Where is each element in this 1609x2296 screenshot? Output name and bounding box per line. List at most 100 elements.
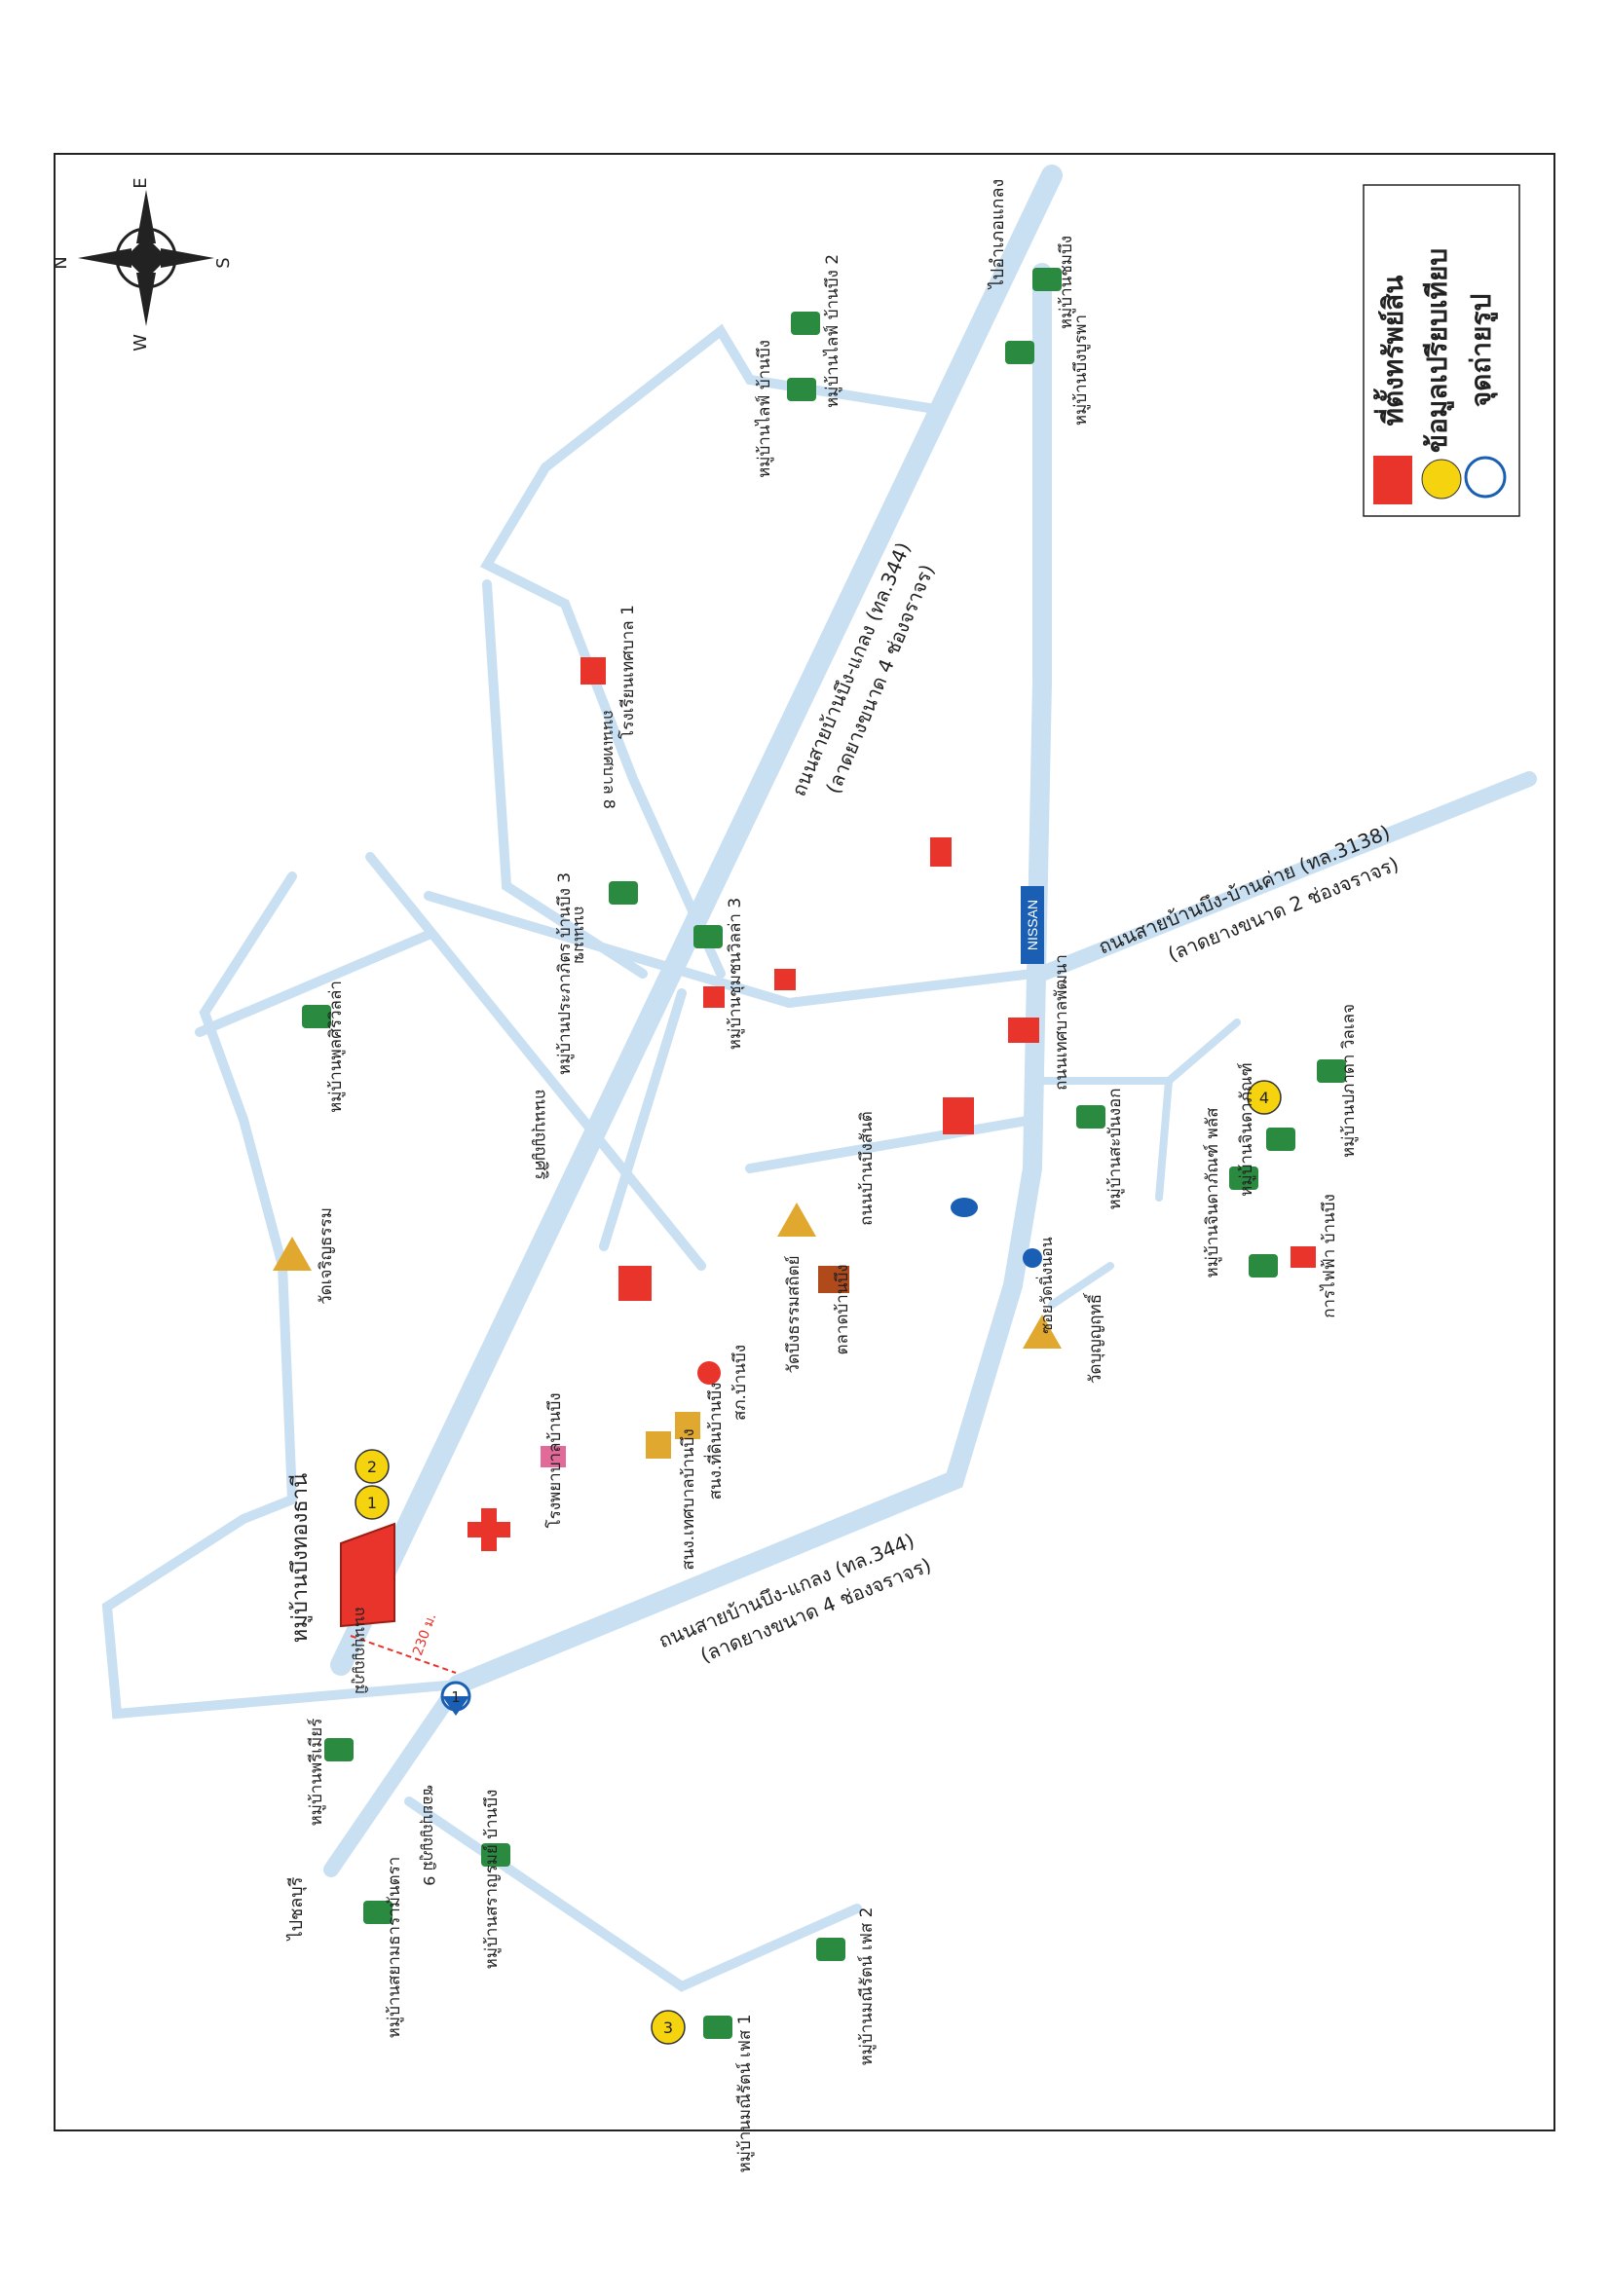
office-icon — [675, 1412, 700, 1439]
road-label-thetsaban-phatthana: ถนนเทศบาลพัฒนา — [1052, 954, 1071, 1091]
legend — [1363, 184, 1520, 517]
distance-line — [350, 1635, 457, 1674]
temple-icon — [777, 1203, 816, 1237]
road-center-6 — [1048, 1262, 1114, 1309]
label-village-life2: หมู่บ้านไลฟ์ บ้านบึง 2 — [822, 254, 842, 408]
compass-w: W — [131, 334, 151, 352]
label-village-chumchon: หมู่บ้านชุมชนวิลล่า 3 — [726, 898, 745, 1050]
road-left-loop — [101, 871, 463, 1720]
legend-comparable-label: ข้อมูลเปรียบเทียบ — [1421, 248, 1454, 453]
road-north-4 — [479, 323, 940, 979]
compass-icon — [78, 190, 214, 326]
road-chonburi — [323, 1677, 466, 1877]
legend-property-label: ที่ตั้งทรัพย์สิน — [1372, 276, 1409, 426]
map-frame — [54, 153, 1555, 2131]
seven-eleven-icon — [703, 986, 725, 1008]
label-village-chombung: หมู่บ้านชมบึง — [1057, 236, 1076, 329]
village-icon — [363, 1901, 393, 1924]
legend-property-swatch — [1373, 456, 1412, 504]
label-subject-village: หมู่บ้านบึงทองธานี — [288, 1473, 313, 1643]
label-electricity: การไฟฟ้า บ้านบึง — [1319, 1194, 1339, 1318]
label-temple3: วัดบุญญฤทธิ์ — [1083, 1292, 1105, 1384]
road-north-5 — [482, 579, 648, 979]
market-icon — [818, 1266, 849, 1293]
compass-e: E — [131, 177, 151, 188]
village-icon — [787, 378, 816, 401]
label-village-praphapit: หมู่บ้านประภาภิตร บ้านบึง 3 — [555, 872, 575, 1075]
label-village-maneerat1: หมู่บ้านมณีรัตน์ เฟส 1 — [735, 2015, 755, 2173]
electricity-icon — [1291, 1246, 1316, 1268]
store-icon — [943, 1097, 974, 1134]
village-icon — [609, 881, 638, 905]
label-temple1: วัดเจริญธรรม — [317, 1207, 336, 1305]
village-icon — [481, 1843, 510, 1867]
compass-s: S — [213, 257, 234, 268]
village-icon — [1317, 1059, 1346, 1083]
seven-eleven-icon — [774, 969, 796, 990]
gas-station-icon — [1023, 1248, 1042, 1268]
nissan-badge: NISSAN — [1021, 886, 1044, 964]
comparable-marker-3 — [651, 2010, 686, 2045]
village-icon — [1076, 1105, 1105, 1129]
road-center-5 — [1155, 1077, 1173, 1202]
ford-icon — [951, 1198, 978, 1217]
label-village-bungburapha: หมู่บ้านบึงบูรพา — [1071, 315, 1091, 426]
road-center-3 — [745, 1115, 1037, 1173]
nissan-label: NISSAN — [1025, 900, 1040, 950]
comparable-marker-1 — [355, 1485, 390, 1520]
village-icon — [791, 312, 820, 335]
label-village-siam: หมู่บ้านสยามธารามันตรา — [385, 1857, 404, 2039]
village-icon — [816, 1938, 845, 1961]
road-3138 — [1034, 771, 1537, 981]
village-icon — [302, 1005, 331, 1028]
rail-icon — [618, 1266, 652, 1301]
label-school: โรงเรียนเทศบาล 1 — [617, 605, 638, 739]
road-label-banbung-santi: ถนนบ้านบึงสันติ — [857, 1111, 877, 1226]
village-icon — [324, 1738, 354, 1761]
police-icon — [697, 1361, 721, 1385]
village-icon — [1032, 268, 1062, 291]
label-village-saranrom: หมู่บ้านสราญรมย์ บ้านบึง — [482, 1790, 502, 1970]
road-main-344-lower — [448, 263, 1052, 1694]
compass-n: N — [51, 256, 71, 269]
label-market: ตลาดบ้านบึง — [833, 1264, 852, 1354]
label-village-papada: หมู่บ้านปภาดา วิลเลจ — [1339, 1004, 1359, 1158]
label-village-jinda: หมู่บ้านจินดาภัณฑ์ — [1237, 1062, 1256, 1197]
village-icon — [1229, 1167, 1258, 1190]
legend-photo-label: จุดถ่ายรูป — [1465, 294, 1498, 407]
label-village-jinda-plus: หมู่บ้านจินดาภัณฑ์ พลัส — [1203, 1107, 1222, 1278]
temple-icons — [273, 1203, 1062, 1349]
landmark-icons: NISSAN — [541, 657, 1316, 1467]
marker-2-label: 2 — [367, 1458, 377, 1476]
village-icon — [693, 925, 723, 948]
property-parcel — [340, 1522, 395, 1628]
label-village-poonsiri: หมู่บ้านพูลศิริวิลล่า — [326, 981, 346, 1113]
honda-icon — [1008, 1018, 1039, 1043]
label-land-office: สนง.ที่ดินบ้านบึง — [703, 1383, 726, 1500]
temple-icon — [273, 1237, 312, 1271]
comparable-markers — [355, 1080, 1282, 2045]
label-village-maneerat2: หมู่บ้านมณีรัตน์ เฟส 2 — [857, 1907, 877, 2066]
road-label-to-chonburi: ไปชลบุรี — [285, 1876, 307, 1942]
village-icon — [1266, 1128, 1295, 1151]
marker-3-label: 3 — [663, 2018, 673, 2037]
road-network — [101, 165, 1537, 1992]
label-village-sabanngok: หมู่บ้านสะบันงอก — [1105, 1088, 1125, 1209]
comparable-marker-2 — [355, 1449, 390, 1484]
village-icon — [703, 2016, 732, 2039]
road-north-2 — [365, 852, 706, 1271]
road-label-wat-nong: ซอยวัดนิ่งนอน — [1035, 1237, 1056, 1334]
road-center-2 — [599, 988, 687, 1251]
label-police: สภ.บ้านบึง — [730, 1345, 750, 1421]
village-icon — [1249, 1254, 1278, 1278]
road-label-to-klaeng: ไปอำเภอแกลง — [987, 179, 1008, 291]
road-center-1 — [784, 969, 1037, 1008]
school-icon — [580, 657, 606, 685]
marker-1-label: 1 — [367, 1494, 377, 1512]
road-north-1 — [195, 930, 433, 1037]
legend-photo-swatch — [1464, 456, 1507, 499]
label-village-premier: หมู่บ้านพรีเมียร์ — [307, 1719, 326, 1827]
road-label-soi-8: ถนนเทศบาล 8 — [600, 710, 618, 809]
